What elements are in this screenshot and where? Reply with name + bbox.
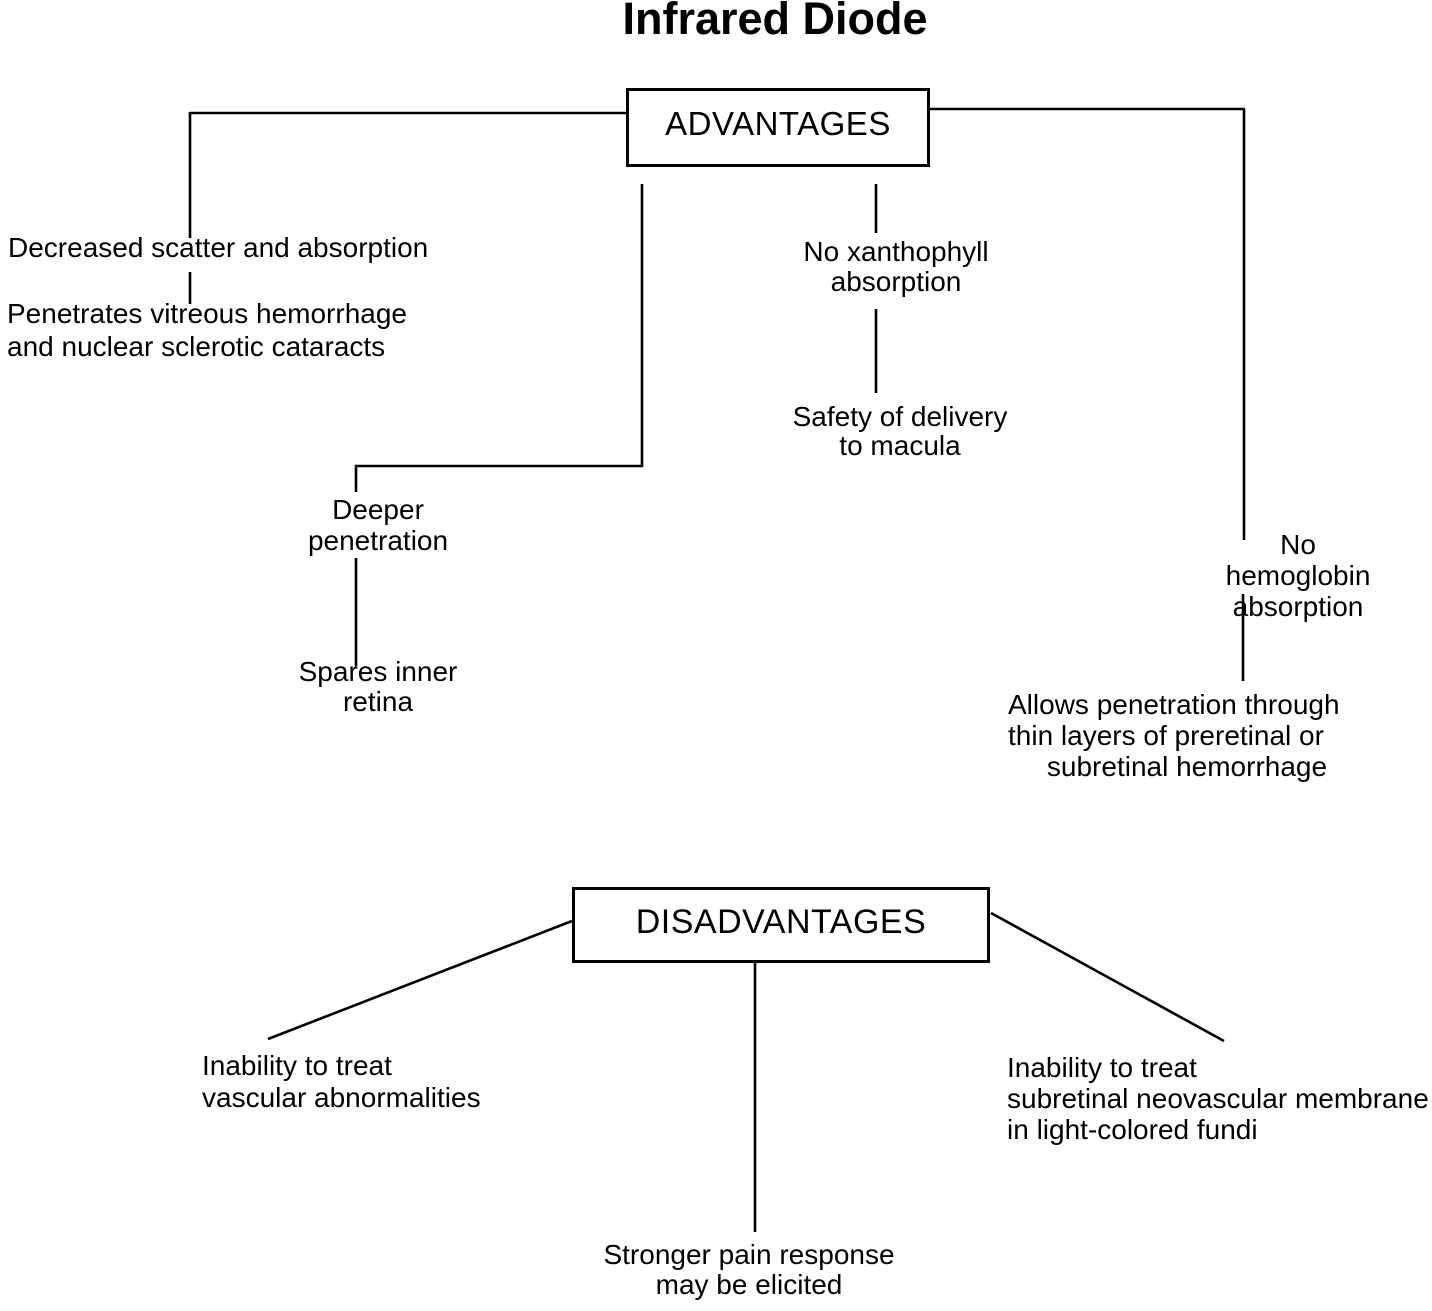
node-vascular-abnormalities: Inability to treat vascular abnormalitie… xyxy=(202,1050,481,1113)
node-penetrates-vitreous: Penetrates vitreous hemorrhage and nucle… xyxy=(7,298,407,362)
line-disadv-right-diagonal xyxy=(990,911,1225,1043)
node-deeper-penetration: Deeper penetration xyxy=(307,494,449,556)
node-allows-penetration: Allows penetration through thin layers o… xyxy=(1008,689,1340,782)
line-disadv-left-diagonal xyxy=(267,919,573,1041)
node-spares-inner-retina: Spares inner retina xyxy=(298,656,458,717)
node-pain-response: Stronger pain response may be elicited xyxy=(603,1239,895,1300)
node-no-hemoglobin: No hemoglobin absorption xyxy=(1225,529,1371,622)
page-title: Infrared Diode xyxy=(622,0,928,44)
node-subretinal-membrane: Inability to treat subretinal neovascula… xyxy=(1007,1052,1429,1145)
node-no-xanthophyll: No xanthophyll absorption xyxy=(803,236,989,297)
advantages-box: ADVANTAGES xyxy=(626,88,930,167)
node-decreased-scatter: Decreased scatter and absorption xyxy=(8,232,429,263)
disadvantages-box-label: DISADVANTAGES xyxy=(635,902,927,941)
node-safety-macula: Safety of delivery to macula xyxy=(792,401,1008,461)
disadvantages-box: DISADVANTAGES xyxy=(572,887,990,963)
advantages-box-label: ADVANTAGES xyxy=(665,104,891,142)
